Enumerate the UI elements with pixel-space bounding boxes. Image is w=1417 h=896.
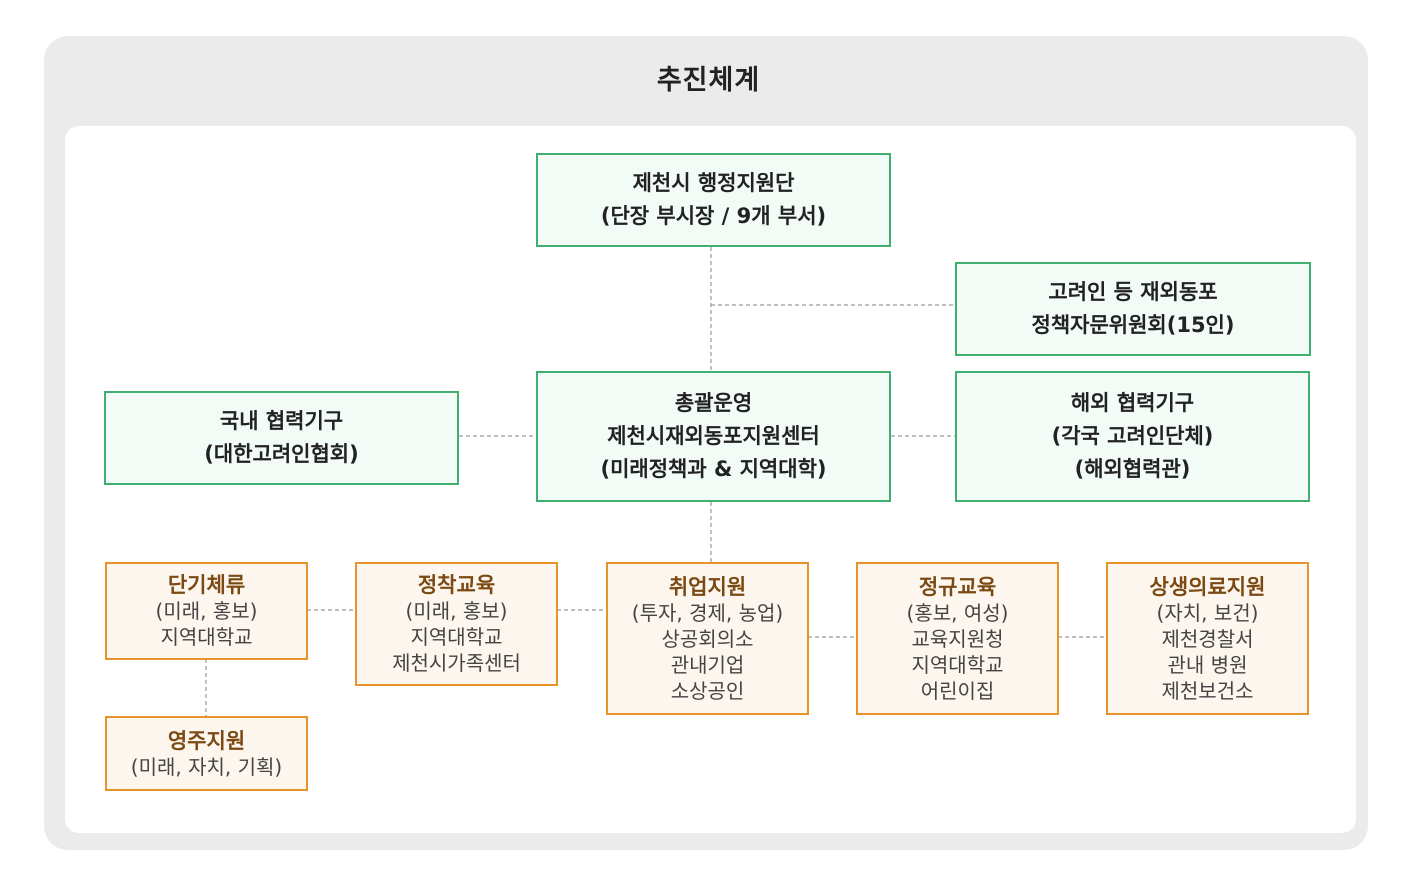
center-operations-line3: (미래정책과 & 지역대학) <box>600 457 827 481</box>
center-operations-box: 총괄운영 제천시재외동포지원센터 (미래정책과 & 지역대학) <box>536 371 891 502</box>
program-medical-support-line: 제천보건소 <box>1161 678 1254 703</box>
admin-support-group-box: 제천시 행정지원단 (단장 부시장 / 9개 부서) <box>536 153 891 247</box>
program-medical-support-box: 상생의료지원 (자치, 보건) 제천경찰서 관내 병원 제천보건소 <box>1106 562 1309 715</box>
diagram-title: 추진체계 <box>656 65 761 96</box>
admin-support-group-detail: (단장 부시장 / 9개 부서) <box>600 204 827 228</box>
program-employment-line: 소상공인 <box>670 678 745 703</box>
program-short-stay-line: 지역대학교 <box>160 625 253 649</box>
program-settlement-line: (미래, 홍보) <box>405 599 508 623</box>
advisory-committee-line2: 정책자문위원회(15인) <box>1031 313 1235 337</box>
admin-support-group-name: 제천시 행정지원단 <box>632 171 795 195</box>
program-regular-education-box: 정규교육 (홍보, 여성) 교육지원청 지역대학교 어린이집 <box>856 562 1059 715</box>
program-medical-support-line: 제천경찰서 <box>1161 626 1254 651</box>
overseas-cooperation-line3: (해외협력관) <box>1074 457 1191 481</box>
program-employment-line: 상공회의소 <box>661 626 754 651</box>
program-settlement-title: 정착교육 <box>417 573 496 597</box>
program-settlement-line: 제천시가족센터 <box>392 651 521 675</box>
program-medical-support-line: 관내 병원 <box>1167 652 1248 677</box>
program-employment-box: 취업지원 (투자, 경제, 농업) 상공회의소 관내기업 소상공인 <box>606 562 809 715</box>
advisory-committee-box: 고려인 등 재외동포 정책자문위원회(15인) <box>955 262 1311 356</box>
advisory-committee-line1: 고려인 등 재외동포 <box>1048 280 1218 304</box>
center-operations-line2: 제천시재외동포지원센터 <box>607 424 820 448</box>
program-regular-education-line: 어린이집 <box>920 678 995 703</box>
overseas-cooperation-line1: 해외 협력기구 <box>1070 391 1195 415</box>
program-residency-line: (미래, 자치, 기획) <box>130 754 283 779</box>
program-regular-education-line: (홍보, 여성) <box>906 600 1009 625</box>
program-employment-line: (투자, 경제, 농업) <box>631 600 784 625</box>
program-regular-education-title: 정규교육 <box>918 574 997 599</box>
program-residency-box: 영주지원 (미래, 자치, 기획) <box>105 716 308 791</box>
program-residency-title: 영주지원 <box>167 728 246 753</box>
program-settlement-box: 정착교육 (미래, 홍보) 지역대학교 제천시가족센터 <box>355 562 558 686</box>
program-regular-education-line: 지역대학교 <box>911 652 1004 677</box>
overseas-cooperation-line2: (각국 고려인단체) <box>1051 424 1214 448</box>
program-regular-education-line: 교육지원청 <box>911 626 1004 651</box>
program-settlement-line: 지역대학교 <box>410 625 503 649</box>
program-employment-title: 취업지원 <box>668 574 747 599</box>
domestic-cooperation-line1: 국내 협력기구 <box>219 409 344 433</box>
overseas-cooperation-box: 해외 협력기구 (각국 고려인단체) (해외협력관) <box>955 371 1310 502</box>
domestic-cooperation-line2: (대한고려인협회) <box>204 442 359 466</box>
program-short-stay-line: (미래, 홍보) <box>155 599 258 623</box>
program-short-stay-title: 단기체류 <box>167 573 246 597</box>
program-short-stay-box: 단기체류 (미래, 홍보) 지역대학교 <box>105 562 308 660</box>
center-operations-line1: 총괄운영 <box>674 391 753 415</box>
program-medical-support-title: 상생의료지원 <box>1149 574 1266 599</box>
program-medical-support-line: (자치, 보건) <box>1156 600 1259 625</box>
domestic-cooperation-box: 국내 협력기구 (대한고려인협회) <box>104 391 459 485</box>
program-employment-line: 관내기업 <box>670 652 745 677</box>
